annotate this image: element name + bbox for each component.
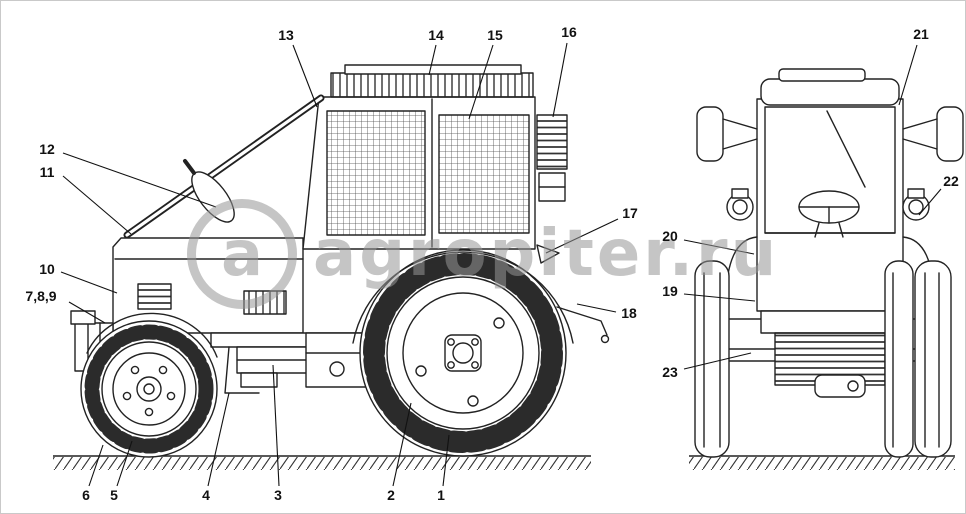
tractor-side-view bbox=[70, 64, 610, 458]
rear-wheel bbox=[352, 249, 574, 457]
mesh-screen-front bbox=[326, 110, 426, 236]
rear-screen-box bbox=[536, 114, 568, 170]
right-mirror bbox=[902, 106, 964, 162]
left-mirror bbox=[696, 106, 758, 162]
cab-front bbox=[756, 68, 904, 312]
headlights bbox=[726, 188, 930, 234]
ground-line bbox=[53, 455, 955, 470]
steering-wheel bbox=[798, 190, 860, 238]
chassis bbox=[210, 332, 372, 394]
wiper bbox=[826, 110, 866, 188]
front-view-right-wheels bbox=[884, 260, 952, 458]
leader-lines bbox=[60, 42, 942, 487]
mesh-screen-rear bbox=[438, 114, 530, 234]
hitch bbox=[536, 244, 610, 344]
muffler bbox=[183, 159, 235, 223]
engine-block bbox=[724, 310, 936, 398]
front-wheel bbox=[80, 312, 218, 458]
guard-bar bbox=[123, 94, 325, 239]
cab-side bbox=[302, 64, 568, 250]
tractor-front-view bbox=[694, 68, 964, 458]
